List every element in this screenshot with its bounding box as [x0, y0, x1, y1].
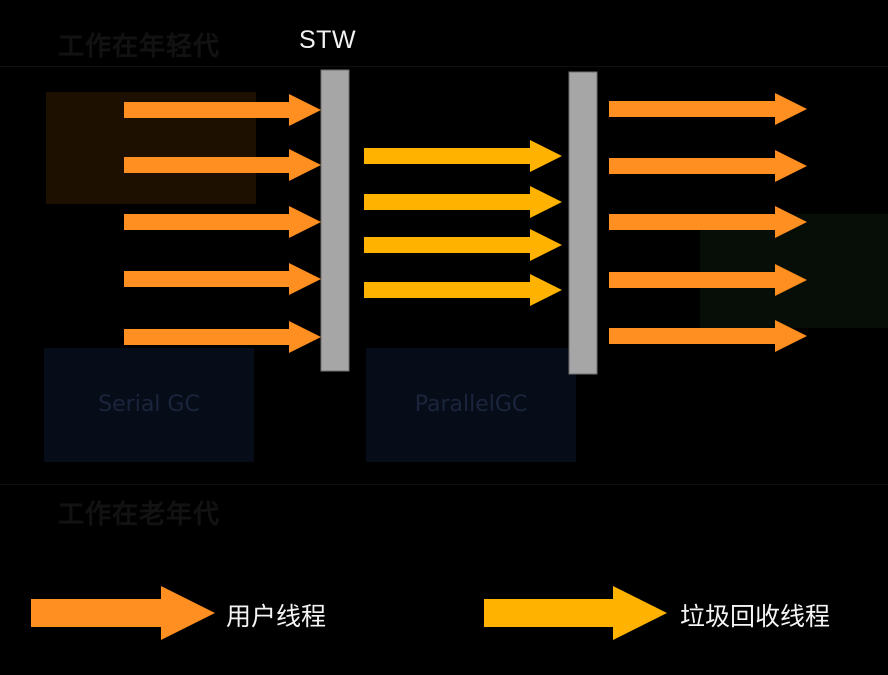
gc-thread-arrow [364, 229, 562, 261]
user-thread-arrow [609, 320, 807, 352]
ghost-box-serial [44, 348, 254, 462]
ghost-title-old: 工作在老年代 [58, 500, 221, 530]
user-thread-arrow [124, 149, 321, 181]
ghost-title-young: 工作在年轻代 [58, 32, 221, 62]
user-thread-arrow [124, 94, 321, 126]
gc-thread-arrow [364, 140, 562, 172]
stw-bar-2 [568, 71, 598, 375]
gc-thread-arrow [364, 274, 562, 306]
ghost-divider-mid [0, 484, 888, 485]
gc-thread-arrow [364, 186, 562, 218]
legend-gc-thread-label: 垃圾回收线程 [680, 602, 831, 631]
user-thread-arrow [124, 321, 321, 353]
stw-bar-1 [320, 69, 350, 372]
user-thread-arrow [609, 93, 807, 125]
user-thread-arrow [124, 206, 321, 238]
legend-user-thread-arrow [31, 586, 215, 640]
user-thread-arrow [609, 150, 807, 182]
user-thread-arrow [609, 206, 807, 238]
stw-label: STW [299, 26, 357, 54]
ghost-box-parallel [366, 348, 576, 462]
ghost-box-serial-label: Serial GC [98, 392, 200, 417]
ghost-divider-top [0, 66, 888, 67]
legend-user-thread-label: 用户线程 [226, 602, 327, 631]
ghost-box-parallel-label: ParallelGC [414, 392, 528, 417]
ghost-box-green [700, 214, 888, 328]
user-thread-arrow [124, 263, 321, 295]
legend-gc-thread-arrow [484, 586, 667, 640]
user-thread-arrow [609, 264, 807, 296]
